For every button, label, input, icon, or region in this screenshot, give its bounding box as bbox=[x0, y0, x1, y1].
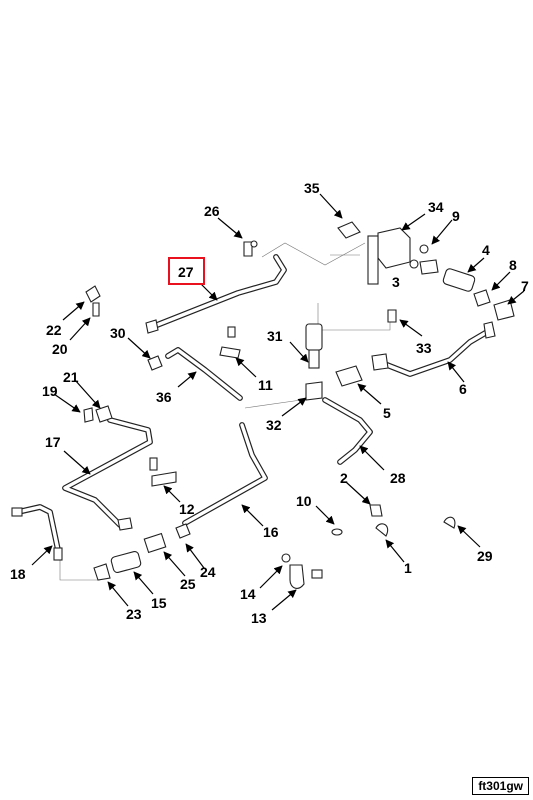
tube-6 bbox=[379, 329, 490, 377]
tube-16 bbox=[182, 422, 268, 526]
leader-arrows bbox=[31, 193, 525, 611]
callout-20[interactable]: 20 bbox=[52, 341, 68, 357]
callout-8[interactable]: 8 bbox=[509, 257, 517, 273]
parts bbox=[11, 221, 515, 589]
callout-26[interactable]: 26 bbox=[204, 203, 220, 219]
callout-5[interactable]: 5 bbox=[383, 405, 391, 421]
callout-27[interactable]: 27 bbox=[178, 264, 194, 280]
callout-7[interactable]: 7 bbox=[521, 278, 529, 294]
callout-2[interactable]: 2 bbox=[340, 470, 348, 486]
callout-30[interactable]: 30 bbox=[110, 325, 126, 341]
callout-31[interactable]: 31 bbox=[267, 328, 283, 344]
phantom-lines bbox=[59, 242, 391, 581]
callout-9[interactable]: 9 bbox=[452, 208, 460, 224]
callout-10[interactable]: 10 bbox=[296, 493, 312, 509]
callout-15[interactable]: 15 bbox=[151, 595, 167, 611]
callout-33[interactable]: 33 bbox=[416, 340, 432, 356]
callout-29[interactable]: 29 bbox=[477, 548, 493, 564]
tube-36 bbox=[165, 347, 243, 401]
callout-25[interactable]: 25 bbox=[180, 576, 196, 592]
callout-numbers: 35 34 9 26 27 4 3 8 7 22 20 30 31 33 11 … bbox=[10, 180, 529, 626]
tube-18 bbox=[15, 504, 61, 553]
callout-21[interactable]: 21 bbox=[63, 369, 79, 385]
callout-11[interactable]: 11 bbox=[258, 377, 273, 393]
callout-12[interactable]: 12 bbox=[179, 501, 195, 517]
tube-28 bbox=[322, 397, 373, 465]
callout-24[interactable]: 24 bbox=[200, 564, 216, 580]
tube-17 bbox=[62, 417, 153, 528]
callout-19[interactable]: 19 bbox=[42, 383, 58, 399]
callout-16[interactable]: 16 bbox=[263, 524, 279, 540]
callout-36[interactable]: 36 bbox=[156, 389, 172, 405]
callout-4[interactable]: 4 bbox=[482, 242, 490, 258]
callout-6[interactable]: 6 bbox=[459, 381, 467, 397]
callout-13[interactable]: 13 bbox=[251, 610, 267, 626]
callout-22[interactable]: 22 bbox=[46, 322, 62, 338]
callout-17[interactable]: 17 bbox=[45, 434, 61, 450]
callout-35[interactable]: 35 bbox=[304, 180, 320, 196]
callout-18[interactable]: 18 bbox=[10, 566, 26, 582]
figure-code-label: ft301gw bbox=[472, 777, 529, 795]
callout-28[interactable]: 28 bbox=[390, 470, 406, 486]
callout-14[interactable]: 14 bbox=[240, 586, 256, 602]
callout-1[interactable]: 1 bbox=[404, 560, 412, 576]
callout-32[interactable]: 32 bbox=[266, 417, 282, 433]
callout-34[interactable]: 34 bbox=[428, 199, 444, 215]
callout-27-highlight bbox=[168, 257, 205, 285]
callout-3[interactable]: 3 bbox=[392, 274, 400, 290]
callout-23[interactable]: 23 bbox=[126, 606, 142, 622]
tube-27 bbox=[149, 254, 287, 330]
